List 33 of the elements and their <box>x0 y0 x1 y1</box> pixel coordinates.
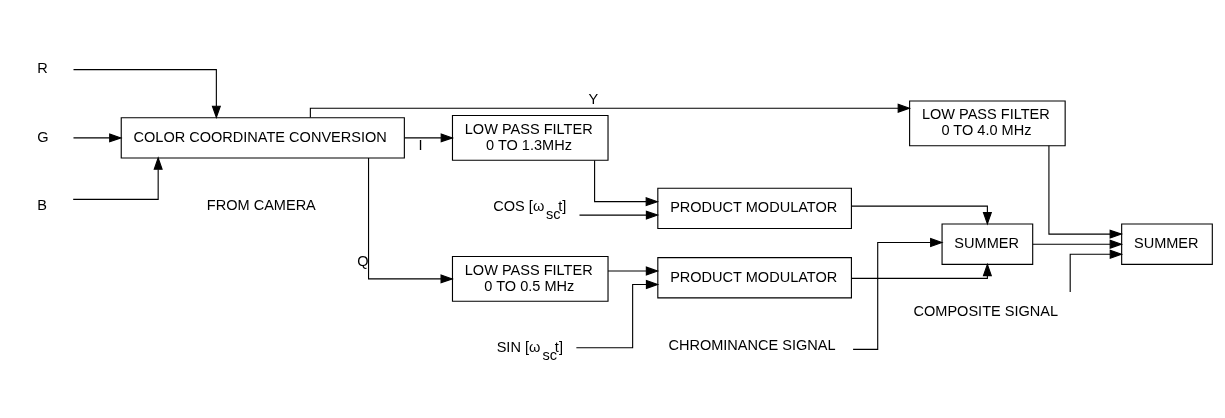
arrow <box>1048 144 1124 239</box>
arrow <box>1069 249 1124 293</box>
node-box: SUMMER <box>1121 223 1213 265</box>
arrow <box>575 279 660 348</box>
edge-label: Y <box>588 90 599 107</box>
edge-label: I <box>418 136 423 153</box>
arrow <box>72 132 123 143</box>
node-text: B <box>37 196 48 213</box>
node-box: PRODUCT MODULATOR <box>657 256 852 298</box>
arrow <box>368 157 454 284</box>
node-box: PRODUCT MODULATOR <box>657 187 852 229</box>
node-box: COLOR COORDINATE CONVERSION <box>120 116 405 159</box>
arrow <box>404 132 455 143</box>
node-box: LOW PASS FILTER 0 TO 0.5 MHz <box>451 255 609 302</box>
node-text: CHROMINANCE SIGNAL <box>668 336 836 353</box>
arrow <box>851 205 993 226</box>
node-text: R <box>37 59 48 76</box>
node-text: COMPOSITE SIGNAL <box>913 302 1059 319</box>
node-box: LOW PASS FILTER 0 TO 4.0 MHz <box>909 99 1066 146</box>
node-box: SUMMER <box>941 223 1034 265</box>
arrow <box>72 68 222 119</box>
arrow <box>578 209 660 220</box>
edge-label: Q <box>357 252 369 269</box>
arrow <box>72 155 163 200</box>
arrow <box>594 159 660 206</box>
arrow <box>852 237 944 350</box>
arrow <box>1032 239 1124 249</box>
node-text: G <box>37 128 49 145</box>
arrow <box>309 103 912 118</box>
arrow <box>607 265 660 276</box>
node-box: LOW PASS FILTER 0 TO 1.3MHz <box>451 114 609 161</box>
label: FROM CAMERA <box>206 196 316 213</box>
arrow <box>851 262 993 279</box>
